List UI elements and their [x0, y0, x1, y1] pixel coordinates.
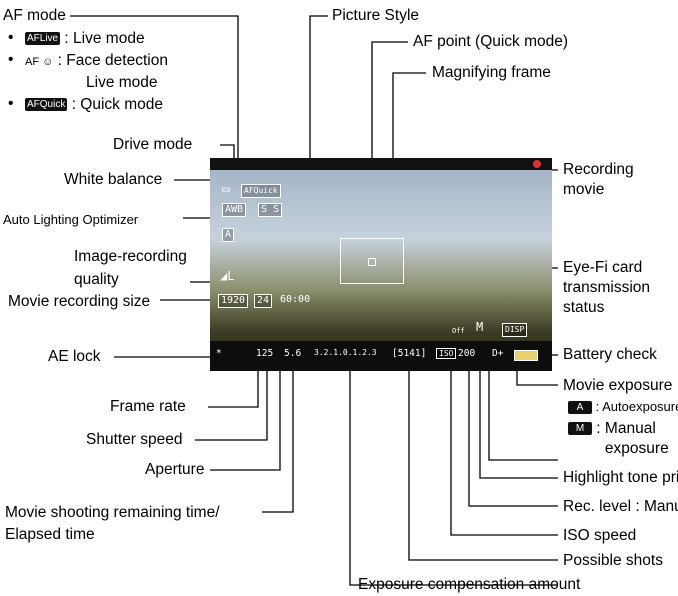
battery-label: Battery check [563, 346, 657, 363]
af-quick-legend-icon: AFQuick [25, 98, 68, 112]
manual-exposure-text: Manual exposure [604, 420, 669, 457]
alo-icon: A [222, 228, 235, 242]
iso-value: 200 [458, 348, 476, 359]
af-point-label: AF point (Quick mode) [413, 33, 569, 50]
af-quick-icon: AFQuick [241, 184, 281, 198]
movie-exposure-label: Movie exposure [563, 377, 673, 394]
iso-label: ISO [436, 348, 457, 359]
exposure-scale: 3.2.1.0.1.2.3 [314, 348, 377, 357]
eyefi-label: Eye-Fi card transmission status [563, 259, 650, 316]
magnifying-frame-label: Magnifying frame [432, 64, 551, 81]
auto-exposure-text: Autoexposure [602, 399, 678, 414]
af-quick-text: Quick mode [80, 96, 163, 113]
remaining-time: 60:00 [280, 294, 311, 305]
af-live-icon: AFLive [25, 32, 61, 46]
eyefi-icon: Off [452, 327, 465, 335]
ae-lock-icon: * [216, 348, 222, 359]
white-balance-icon: AWB [222, 203, 247, 217]
af-quick-row: AFQuick : Quick mode [25, 96, 163, 113]
drive-mode-icon: ▭ [222, 182, 230, 197]
manual-exposure-icon: M [568, 422, 592, 436]
screen-bottom-bar [210, 341, 552, 371]
ae-lock-label: AE lock [48, 348, 101, 365]
possible-shots-label: Possible shots [563, 552, 663, 569]
af-point [368, 258, 376, 266]
af-face-text: Face detection [66, 52, 168, 69]
bullet-3: • [8, 95, 14, 112]
aperture-value: 5.6 [284, 348, 302, 359]
frame-rate-label: Frame rate [110, 398, 186, 415]
iso-speed-label: ISO speed [563, 527, 637, 544]
image-quality-icon: ◢L [220, 269, 235, 283]
white-balance-label: White balance [64, 171, 163, 188]
frame-rate-icon: 24 [254, 294, 273, 308]
screen-top-bar [210, 158, 552, 170]
af-live-text: Live mode [73, 30, 145, 47]
recording-movie-label: Recording movie [563, 161, 634, 198]
auto-exposure-icon: A [568, 401, 592, 415]
aperture-label: Aperture [145, 461, 205, 478]
auto-exposure-row: A : Autoexposure [568, 397, 678, 417]
shutter-speed-label: Shutter speed [86, 431, 183, 448]
manual-exposure-row: M : Manual exposure [568, 419, 675, 459]
shutter-speed-value: 125 [256, 348, 274, 359]
exp-comp-label: Exposure compensation amount [358, 576, 581, 593]
rec-level-label: Rec. level : Manual [563, 498, 678, 515]
magnifying-frame [340, 238, 404, 284]
af-face-icon: AF ☺ [25, 56, 54, 68]
remaining-time-label: Movie shooting remaining time/ Elapsed t… [5, 504, 220, 543]
disp-icon: DISP [502, 323, 528, 337]
af-live-row: AFLive : Live mode [25, 30, 145, 47]
af-face-text-2: Live mode [86, 74, 158, 91]
alo-label: Auto Lighting Optimizer [3, 212, 139, 227]
recording-indicator [533, 160, 541, 168]
live-view-screen: ▭ AFQuick AWB S S A ◢L 1920 24 60:00 Off… [210, 158, 552, 371]
highlight-label: Highlight tone priority [563, 469, 678, 486]
movie-size-label: Movie recording size [8, 293, 151, 310]
bullet-2: • [8, 51, 14, 68]
af-mode-label: AF mode [3, 7, 66, 24]
bullet-1: • [8, 29, 14, 46]
drive-mode-label: Drive mode [113, 136, 193, 153]
picture-style-label: Picture Style [332, 7, 420, 24]
mic-icon: M [476, 320, 484, 334]
movie-size-icon: 1920 [218, 294, 249, 308]
battery-icon [514, 350, 538, 361]
image-quality-label: Image-recording quality [74, 248, 187, 288]
af-face-row: AF ☺ : Face detection [25, 52, 168, 69]
highlight-tone-icon: D+ [492, 348, 504, 359]
picture-style-icon: S S [258, 203, 283, 217]
possible-shots-value: [5141] [392, 348, 427, 359]
